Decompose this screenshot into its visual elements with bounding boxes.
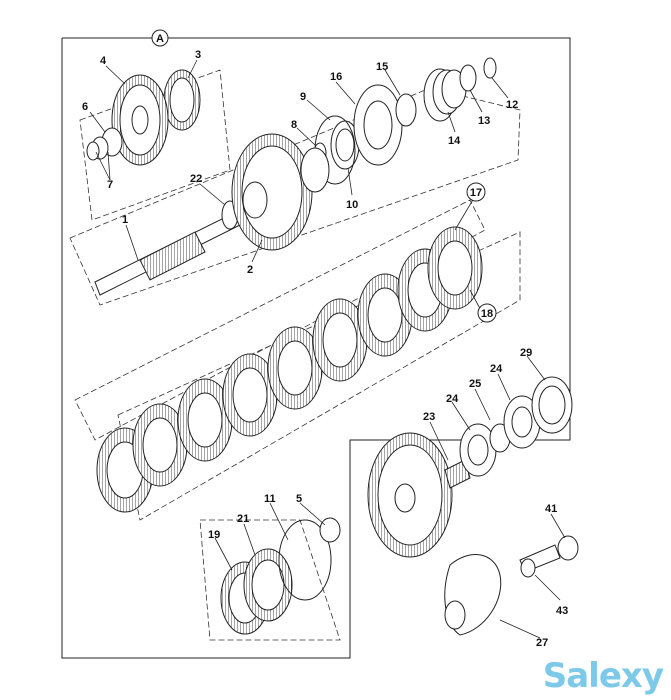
leader-lines (89, 59, 566, 639)
callout-3: 3 (195, 49, 201, 61)
lower-disc-set (220, 517, 341, 635)
callout-41: 41 (545, 503, 557, 515)
callout-8: 8 (291, 119, 297, 131)
yoke-assembly (444, 535, 579, 636)
section-frame (61, 37, 571, 659)
callout-7: 7 (107, 179, 113, 191)
clutch-disc-pack (96, 226, 483, 513)
callout-4: 4 (100, 55, 107, 67)
main-shaft-and-gear (94, 133, 330, 296)
callout-1: 1 (122, 214, 128, 226)
callout-25: 25 (469, 378, 481, 390)
callout-19: 19 (208, 529, 220, 541)
callout-10: 10 (346, 199, 358, 211)
clutch-piston-group (313, 57, 497, 185)
callout-23: 23 (423, 411, 435, 423)
callout-14: 14 (448, 135, 461, 147)
circled-callout-17: 17 (466, 182, 486, 202)
callout-15: 15 (376, 61, 388, 73)
watermark-logo: Salexy (542, 656, 664, 696)
callout-13: 13 (478, 115, 490, 127)
callout-22: 22 (190, 173, 202, 185)
callout-label: 17 (470, 187, 482, 199)
callout-43: 43 (556, 605, 568, 617)
callout-5: 5 (296, 493, 302, 505)
output-gear-and-bearings (367, 376, 573, 558)
callout-label: 18 (481, 308, 493, 320)
callout-9: 9 (300, 91, 306, 103)
circled-callout-18: 18 (477, 303, 497, 323)
callout-29: 29 (520, 347, 532, 359)
callout-21: 21 (237, 513, 249, 525)
callout-24-lower: 24 (446, 393, 459, 405)
callout-6: 6 (82, 101, 88, 113)
callout-16: 16 (330, 71, 342, 83)
callout-2: 2 (247, 264, 253, 276)
section-marker-a: A (151, 29, 169, 47)
callout-12: 12 (506, 99, 518, 111)
part-callouts: 4 3 6 7 16 15 9 8 12 13 14 10 22 1 2 29 … (82, 49, 568, 649)
callout-11: 11 (264, 493, 276, 505)
callout-27: 27 (536, 637, 548, 649)
gear-cluster-4-3 (86, 69, 201, 166)
section-marker-label: A (156, 33, 164, 45)
callout-24-upper: 24 (490, 363, 503, 375)
